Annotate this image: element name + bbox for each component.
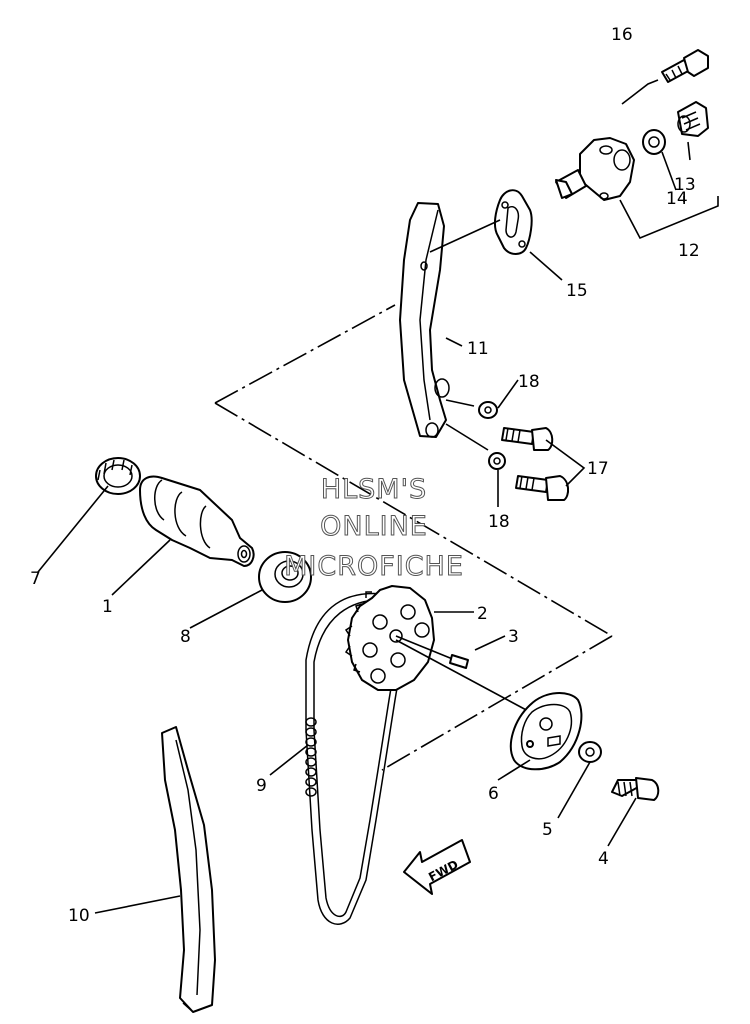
- callout-14: 14: [666, 189, 688, 209]
- watermark-line3: MICROFICHE: [284, 551, 464, 582]
- callout-3: 3: [508, 627, 519, 647]
- bearing-7: [95, 457, 141, 495]
- callout-18-lower: 18: [488, 512, 510, 532]
- callout-5: 5: [542, 820, 553, 840]
- callout-8: 8: [180, 627, 191, 647]
- assembly-boundary: [214, 304, 613, 771]
- callout-9: 9: [256, 776, 267, 796]
- cam-chain-tensioner: [555, 137, 635, 201]
- watermark: HLSM'S ONLINE MICROFICHE: [284, 474, 464, 583]
- callout-13: 13: [674, 175, 696, 195]
- bolt-16: [661, 49, 709, 83]
- watermark-line2: ONLINE: [320, 511, 428, 542]
- leader-lines: [37, 79, 719, 914]
- callout-labels: 1 2 3 4 5 6 7 8 9 10 11 12 13 14 15 16 1…: [30, 25, 700, 926]
- callout-16: 16: [611, 25, 633, 45]
- callout-2: 2: [477, 604, 488, 624]
- washer-5: [578, 741, 602, 763]
- callout-10: 10: [68, 906, 90, 926]
- callout-1: 1: [102, 597, 113, 617]
- chain-guide-exhaust: [161, 726, 216, 1013]
- chain-guide-intake: [399, 202, 450, 438]
- callout-15: 15: [566, 281, 588, 301]
- bearing-8: [258, 551, 312, 603]
- callout-18-upper: 18: [518, 372, 540, 392]
- dowel-pin: [395, 635, 531, 713]
- bolt-17-upper: [501, 427, 554, 451]
- decompressor-plate: [509, 692, 583, 771]
- cam-chain: [305, 592, 406, 925]
- washer-18-lower: [488, 452, 506, 470]
- forward-direction-arrow: FWD: [403, 839, 471, 895]
- watermark-line1: HLSM'S: [321, 474, 427, 505]
- callout-17: 17: [587, 459, 609, 479]
- callout-4: 4: [598, 849, 609, 869]
- washer-14: [642, 129, 666, 155]
- chain-links-detail: [305, 717, 317, 797]
- bolt-17-lower: [515, 475, 570, 501]
- cam-sprocket: [344, 585, 435, 691]
- callout-12: 12: [678, 241, 700, 261]
- callout-11: 11: [467, 339, 489, 359]
- tensioner-gasket: [493, 189, 533, 255]
- callout-6: 6: [488, 784, 499, 804]
- washer-18-upper: [478, 401, 498, 419]
- bolt-4: [611, 777, 660, 801]
- plug-bolt-13: [677, 101, 709, 137]
- camshaft: [139, 475, 255, 567]
- callout-7: 7: [30, 569, 41, 589]
